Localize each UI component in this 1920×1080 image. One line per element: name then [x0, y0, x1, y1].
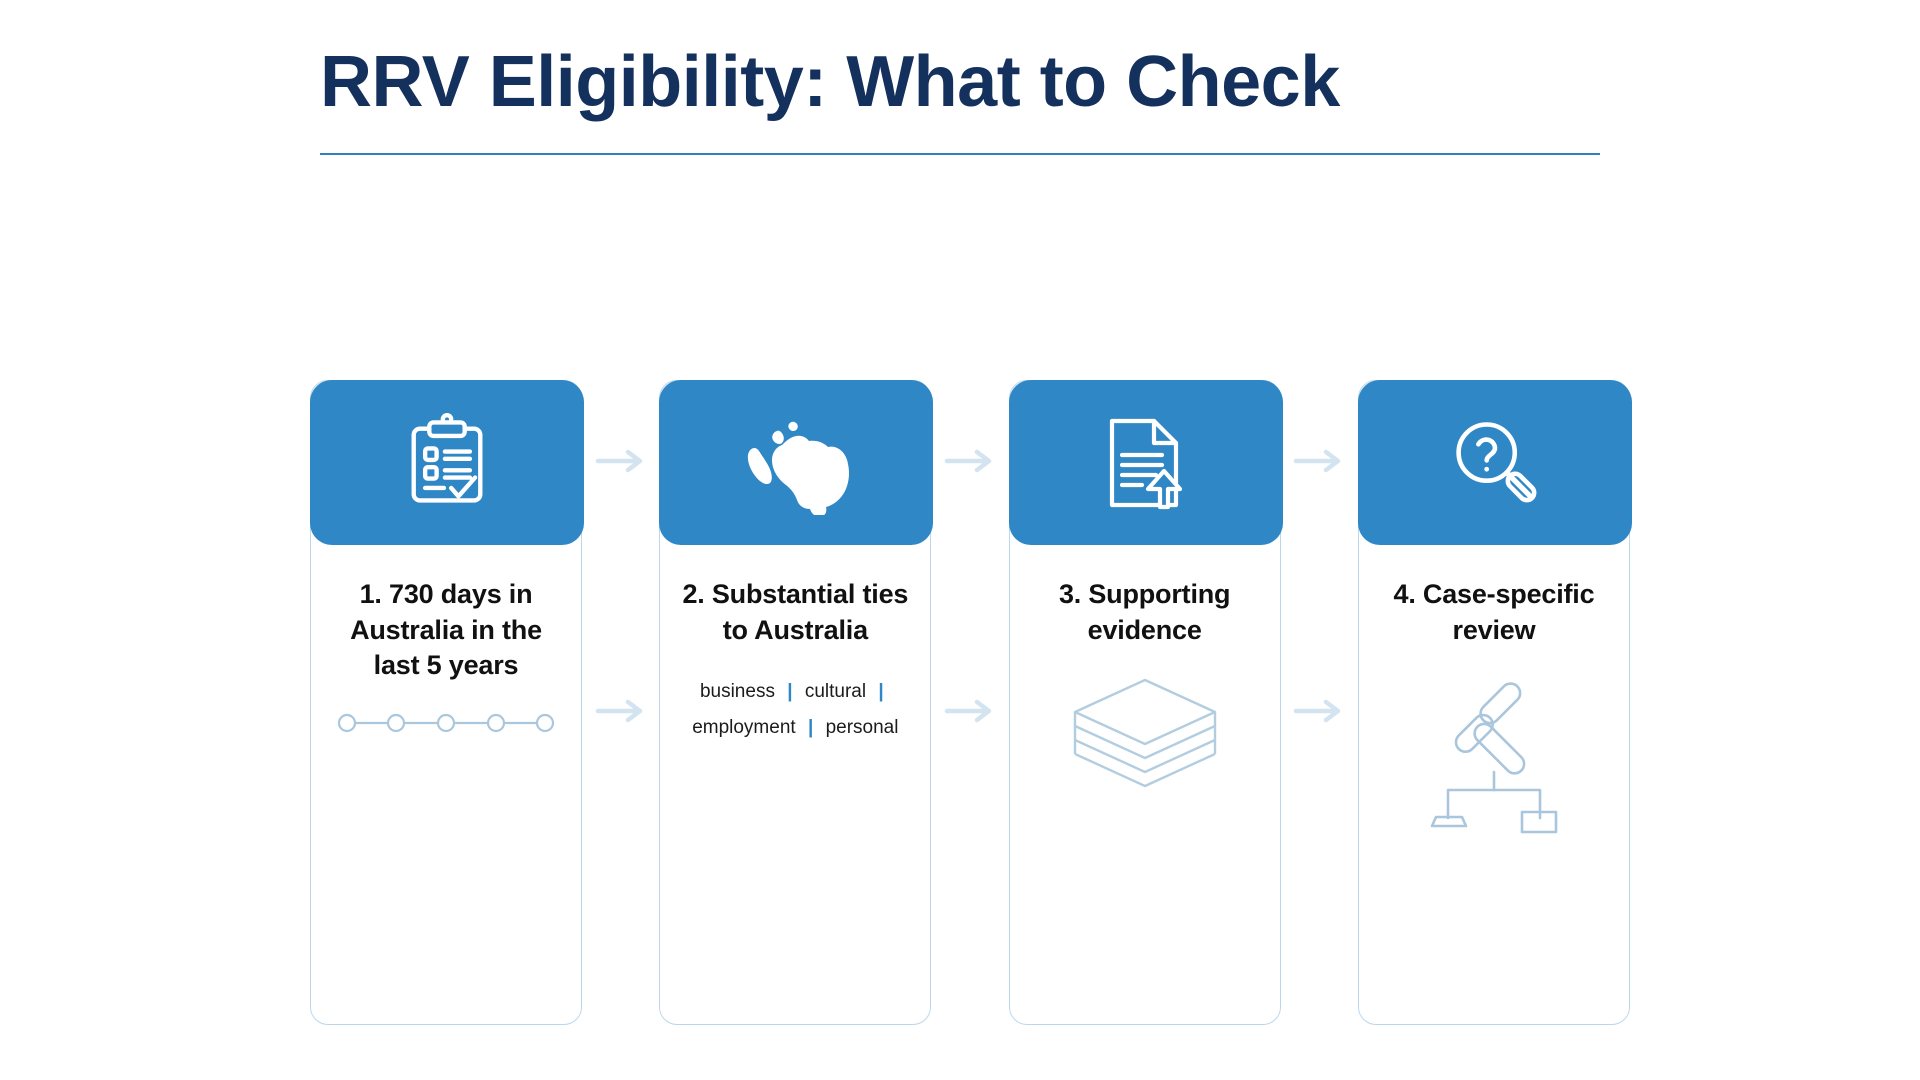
dot-timeline-icon — [335, 710, 557, 741]
tag-business: business — [699, 681, 775, 703]
magnifier-question-icon — [1443, 411, 1547, 515]
step-2-title: 2. Substantial ties to Australia — [682, 579, 909, 645]
title-block: RRV Eligibility: What to Check — [320, 42, 1600, 155]
clipboard-checklist-icon — [395, 411, 499, 515]
australia-map-icon — [741, 411, 851, 515]
step-1-title: 1. 730 days in Australia in the last 5 y… — [350, 579, 542, 681]
step-4-extra — [1369, 674, 1619, 839]
step-2-extra: business | cultural | employment | perso… — [670, 674, 920, 746]
step-1-icon-header — [310, 380, 584, 545]
step-3-extra — [1020, 674, 1270, 801]
step-3-icon-header — [1008, 380, 1283, 545]
arrow-right-icon — [594, 448, 648, 474]
arrow-right-icon — [594, 698, 648, 724]
tag-separator: | — [807, 717, 814, 739]
connector-slot-2 — [931, 380, 1008, 1025]
tag-cultural: cultural — [804, 681, 867, 703]
step-4-icon-header — [1357, 380, 1632, 545]
arrow-right-icon — [943, 448, 997, 474]
arrow-right-icon — [943, 698, 997, 724]
gavel-decision-tree-icon — [1418, 674, 1570, 839]
connector-slot-1 — [582, 380, 659, 1025]
tag-employment: employment — [692, 717, 796, 739]
tag-separator: | — [787, 681, 793, 703]
steps-flow: 1. 730 days in Australia in the last 5 y… — [310, 380, 1632, 1030]
connector-slot-3 — [1281, 380, 1358, 1025]
arrow-right-icon — [1292, 698, 1346, 724]
tag-personal: personal — [825, 717, 899, 739]
step-4-title: 4. Case-specific review — [1393, 579, 1595, 645]
ties-tag-list: business | cultural | employment | perso… — [670, 674, 920, 746]
step-2-icon-header — [659, 380, 934, 545]
tag-separator: | — [878, 681, 884, 703]
document-upload-icon — [1096, 411, 1196, 515]
stacked-papers-icon — [1069, 674, 1221, 801]
title-underline-rule — [320, 152, 1600, 155]
step-1-extra — [321, 710, 571, 741]
arrow-right-icon — [1292, 448, 1346, 474]
step-card-3[interactable]: 3. Supporting evidence — [1008, 380, 1283, 1025]
step-card-2[interactable]: 2. Substantial ties to Australia busines… — [659, 380, 934, 1025]
page-title: RRV Eligibility: What to Check — [320, 42, 1340, 122]
step-card-4[interactable]: 4. Case-specific review — [1357, 380, 1632, 1025]
step-card-1[interactable]: 1. 730 days in Australia in the last 5 y… — [310, 380, 584, 1025]
step-3-title: 3. Supporting evidence — [1058, 579, 1231, 645]
